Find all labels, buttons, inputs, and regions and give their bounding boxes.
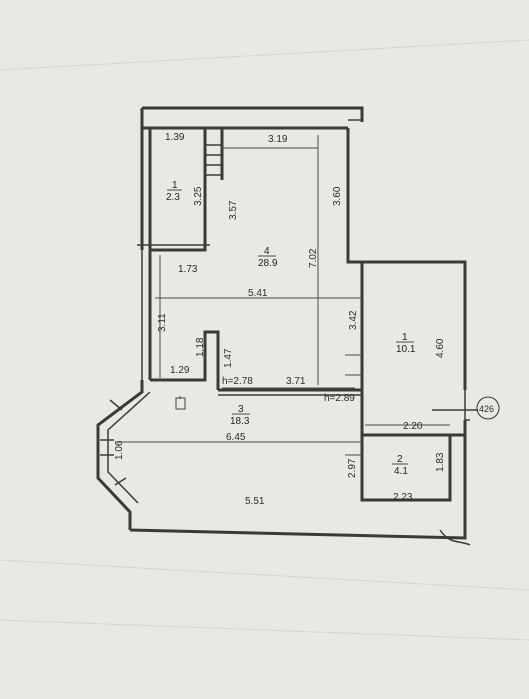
room-b-area: 28.9 xyxy=(258,258,278,269)
dim-3-19: 3.19 xyxy=(268,134,288,145)
section-marker: 426 xyxy=(476,396,500,420)
dim-3-60: 3.60 xyxy=(332,186,343,206)
room-b-number: 4 xyxy=(264,246,270,257)
height-2: h=2.89 xyxy=(324,393,355,404)
door-marks xyxy=(205,144,222,176)
dim-2-23: 2.23 xyxy=(393,492,413,503)
room-e-number: 2 xyxy=(397,454,403,465)
dim-3-57: 3.57 xyxy=(228,200,239,220)
height-1: h=2.78 xyxy=(222,376,253,387)
fixture-icon xyxy=(175,396,186,410)
dim-3-11: 3.11 xyxy=(157,313,168,332)
room-c-number: 1 xyxy=(402,332,408,343)
room-d-area: 18.3 xyxy=(230,416,250,427)
dim-1-39: 1.39 xyxy=(165,132,185,143)
room-labels: 1 2.3 4 28.9 1 10.1 3 18.3 2 4.1 xyxy=(166,180,416,477)
room-a-area: 2.3 xyxy=(166,192,180,203)
room-c-area: 10.1 xyxy=(396,344,416,355)
marker-label: 426 xyxy=(479,404,494,414)
dim-3-25: 3.25 xyxy=(193,186,204,206)
dim-5-51: 5.51 xyxy=(245,496,265,507)
dim-6-45: 6.45 xyxy=(226,432,246,443)
paper-texture xyxy=(0,39,529,641)
dim-2-20: 2.20 xyxy=(403,421,423,432)
walls xyxy=(96,106,478,546)
dim-1-06: 1.06 xyxy=(114,440,125,460)
dim-7-02: 7.02 xyxy=(308,248,319,268)
dim-1-18: 1.18 xyxy=(195,337,206,357)
dim-4-60: 4.60 xyxy=(435,338,446,358)
room-e-area: 4.1 xyxy=(394,466,408,477)
dim-1-73: 1.73 xyxy=(178,264,198,275)
dimension-lines xyxy=(115,135,450,456)
room-a-number: 1 xyxy=(172,180,178,191)
dim-5-41: 5.41 xyxy=(248,288,268,299)
dim-3-42: 3.42 xyxy=(348,310,359,330)
dim-1-29: 1.29 xyxy=(170,365,190,376)
room-d-number: 3 xyxy=(238,404,244,415)
dimension-labels: 1.39 3.19 3.25 3.57 3.60 7.02 1.73 5.41 … xyxy=(114,132,446,507)
dim-2-97: 2.97 xyxy=(347,458,358,478)
dim-3-71: 3.71 xyxy=(286,376,306,387)
dim-1-83: 1.83 xyxy=(435,452,446,472)
dim-1-47: 1.47 xyxy=(223,348,234,368)
